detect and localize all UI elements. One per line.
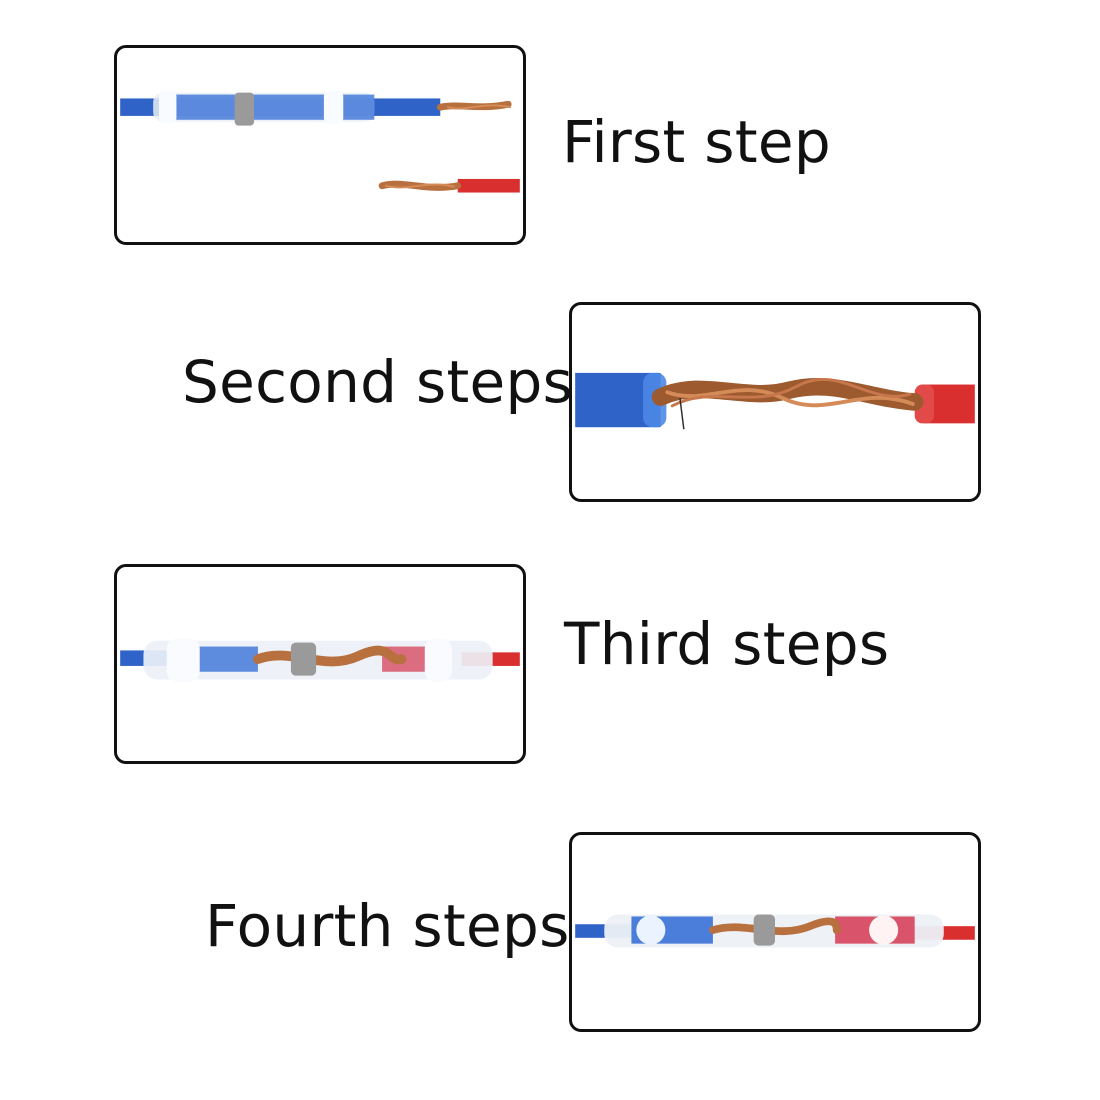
solder-ring xyxy=(753,914,775,946)
copper-highlight-left xyxy=(447,104,512,110)
sleeve-inner-wire xyxy=(170,94,375,120)
stray-strand xyxy=(679,398,685,430)
sleeve-end-ring-right xyxy=(323,90,344,124)
step-3-label: Third steps xyxy=(564,610,890,678)
step-4-label: Fourth steps xyxy=(205,892,570,960)
step-3-photo-panel xyxy=(114,564,526,764)
copper-joint xyxy=(709,917,841,936)
copper-twist-highlight-1 xyxy=(665,388,915,408)
sleeve-end-ring-right xyxy=(424,638,452,682)
copper-joint xyxy=(253,645,407,667)
step-2-photo-panel xyxy=(569,302,981,502)
step-2-label: Second steps xyxy=(182,348,574,416)
copper-highlight-right xyxy=(384,183,455,189)
sleeve-end-ring-left xyxy=(166,638,200,682)
step-1-label: First step xyxy=(562,108,831,176)
red-wire xyxy=(457,178,520,193)
step-1-wire-illustration xyxy=(120,90,520,193)
copper-twist-highlight-2 xyxy=(670,378,912,408)
step-2-wire-illustration xyxy=(575,372,975,430)
step-3-wire-illustration xyxy=(120,638,520,682)
sleeve-end-ring-left xyxy=(158,90,177,124)
sealing-ring-blue xyxy=(636,915,666,945)
red-insulation-end xyxy=(914,384,935,424)
solder-ring xyxy=(234,92,255,126)
solder-ring xyxy=(290,642,317,676)
sealing-ring-red xyxy=(869,915,899,945)
step-1-photo-panel xyxy=(114,45,526,245)
step-4-photo-panel xyxy=(569,832,981,1032)
step-4-wire-illustration xyxy=(575,914,975,948)
